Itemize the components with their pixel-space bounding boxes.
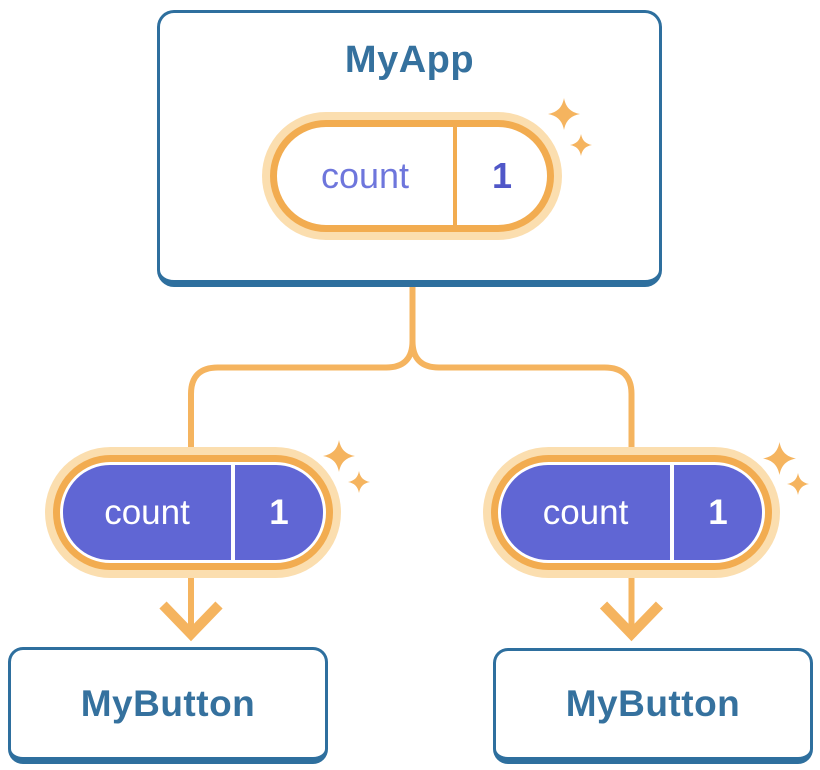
root-state-pill: count 1 [262, 112, 562, 240]
root-component-title: MyApp [344, 39, 475, 81]
sparkle-icon [763, 442, 809, 495]
pill-divider [453, 127, 457, 225]
branch-left-line [188, 285, 416, 449]
state-value: 1 [708, 492, 728, 532]
state-value: 1 [269, 492, 289, 532]
pill-divider [231, 465, 235, 560]
state-value: 1 [491, 155, 513, 196]
pill-divider [670, 465, 674, 560]
state-name-label: count [320, 155, 410, 196]
sparkle-icon [548, 98, 592, 156]
child-state-pill: count 1 [483, 447, 780, 578]
child-component-card: MyButton [493, 648, 813, 764]
child-component-card: MyButton [8, 647, 328, 764]
arrow-down-icon [599, 576, 664, 642]
sparkle-icon [323, 440, 370, 493]
child-state-pill: count 1 [45, 447, 341, 578]
state-name-label: count [542, 492, 629, 532]
arrow-down-icon [159, 576, 223, 642]
branch-right-line [409, 285, 635, 449]
child-component-title: MyButton [80, 682, 256, 724]
state-name-label: count [104, 492, 190, 532]
child-component-title: MyButton [565, 683, 741, 724]
